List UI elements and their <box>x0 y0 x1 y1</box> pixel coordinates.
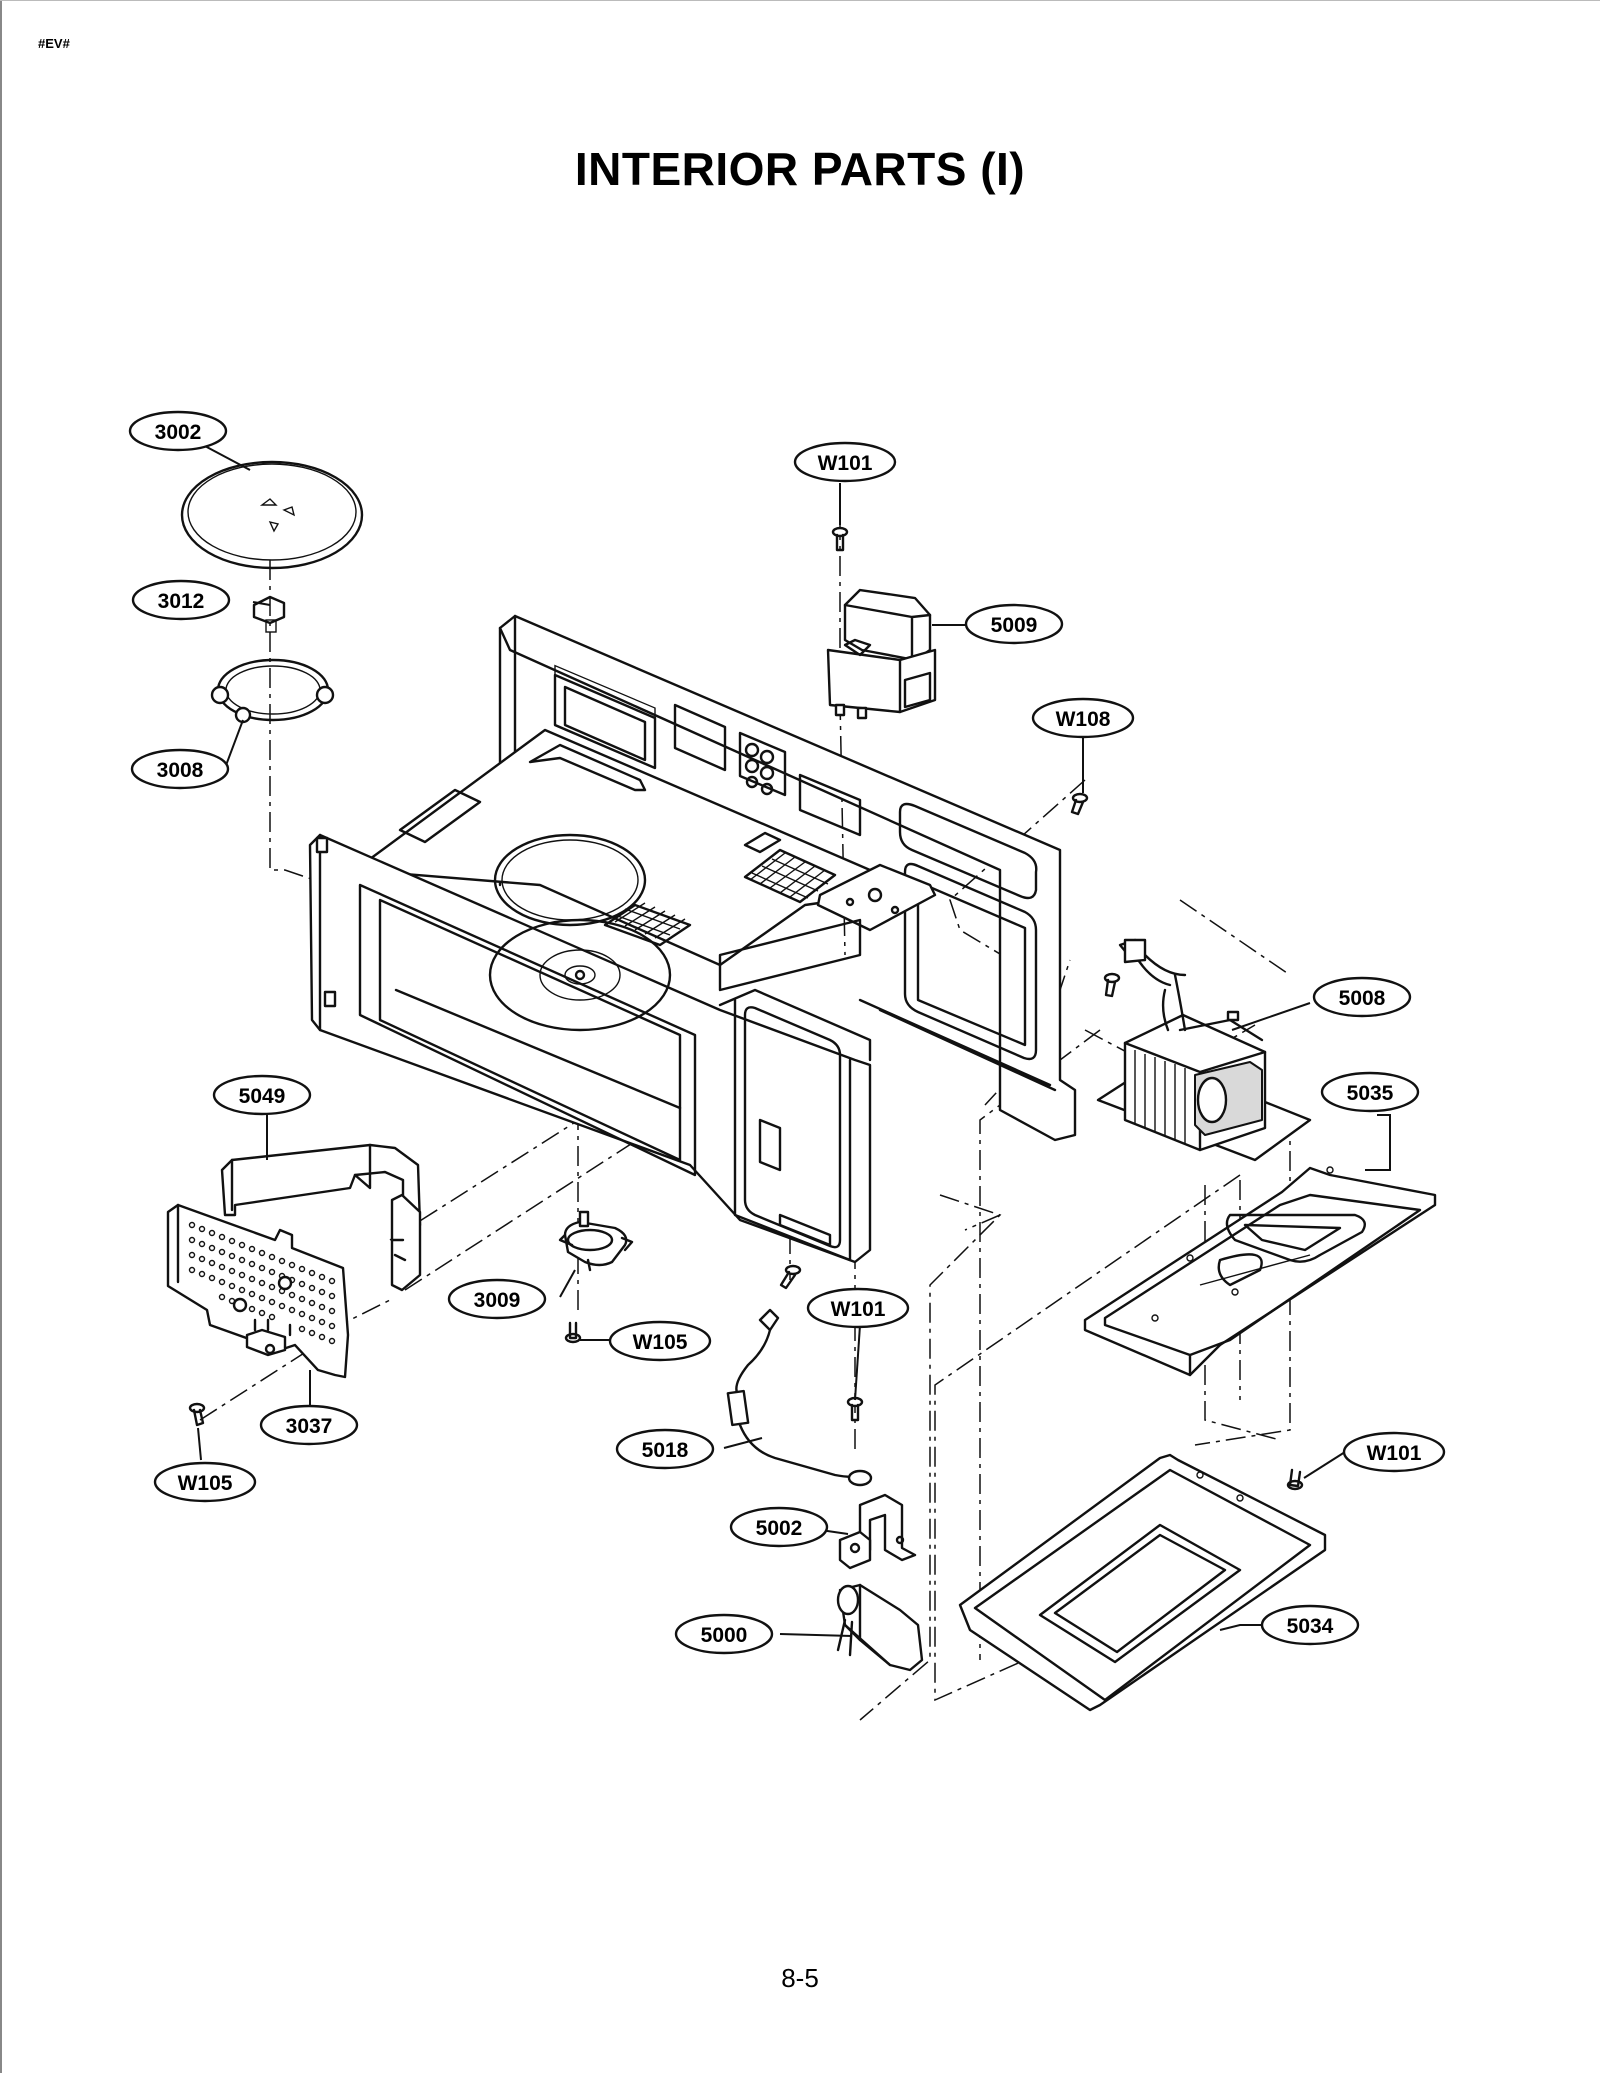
bottom-cover-part <box>958 1453 1327 1712</box>
callout-5018: 5018 <box>615 1428 715 1470</box>
callout-5002-label: 5002 <box>756 1517 803 1540</box>
wire-harness-part <box>726 1308 873 1487</box>
turntable-motor-part <box>558 1210 634 1272</box>
callout-3002-label: 3002 <box>155 421 202 444</box>
callout-w101-right: W101 <box>1342 1431 1446 1473</box>
callout-5034-label: 5034 <box>1287 1615 1334 1638</box>
callout-w101-top-label: W101 <box>818 452 873 475</box>
callout-5018-label: 5018 <box>642 1439 689 1462</box>
callout-5008: 5008 <box>1312 976 1412 1018</box>
callout-w105-center-label: W105 <box>633 1331 688 1354</box>
screw-transformer <box>1103 972 1121 998</box>
callout-5002: 5002 <box>729 1506 829 1548</box>
screw-center-2 <box>779 1264 802 1290</box>
document-tag: #EV# <box>38 36 70 51</box>
bracket-part <box>220 1143 422 1292</box>
screw-w105-left <box>188 1402 206 1427</box>
leader-lines <box>197 444 1391 1637</box>
callout-w108-label: W108 <box>1056 708 1111 731</box>
callout-w101-middle: W101 <box>806 1287 910 1329</box>
callout-3002: 3002 <box>128 410 228 452</box>
roller-ring-part <box>210 658 335 724</box>
callout-3008-label: 3008 <box>157 759 204 782</box>
callout-3008: 3008 <box>130 748 230 790</box>
callout-w105-left-label: W105 <box>178 1472 233 1495</box>
callout-w105-center: W105 <box>608 1320 712 1362</box>
perforated-plate-part <box>166 1203 350 1379</box>
vent-grid-bottom <box>603 902 692 947</box>
callout-w105-left: W105 <box>153 1461 257 1503</box>
switch-bracket-part <box>838 1493 917 1570</box>
callout-5008-label: 5008 <box>1339 987 1386 1010</box>
callout-5049-label: 5049 <box>239 1085 286 1108</box>
page-number: 8-5 <box>781 1963 819 1993</box>
screw-w108 <box>1070 792 1089 816</box>
coupler-part <box>252 595 286 633</box>
callout-w101-top: W101 <box>793 441 897 483</box>
callout-5000-label: 5000 <box>701 1624 748 1647</box>
callout-5009-label: 5009 <box>991 614 1038 637</box>
callout-w101-middle-label: W101 <box>831 1298 886 1321</box>
lamp-part <box>836 1583 924 1672</box>
screw-w101-top <box>831 526 849 552</box>
callout-3037: 3037 <box>259 1404 359 1446</box>
callout-5034: 5034 <box>1260 1604 1360 1646</box>
callout-5000: 5000 <box>674 1613 774 1655</box>
transformer-part <box>1096 938 1312 1162</box>
capacitor-part <box>826 588 937 720</box>
screw-w105-center <box>564 1321 582 1344</box>
callout-w101-right-label: W101 <box>1367 1442 1422 1465</box>
callout-5009: 5009 <box>964 603 1064 645</box>
callout-5049: 5049 <box>212 1074 312 1116</box>
vent-grid-top <box>743 848 837 904</box>
callout-3012-label: 3012 <box>158 590 205 613</box>
page-border-left <box>0 0 2 2073</box>
callout-w108: W108 <box>1031 697 1135 739</box>
callout-5035: 5035 <box>1320 1071 1420 1113</box>
oven-cavity-assembly <box>308 614 1077 1264</box>
callout-3009-label: 3009 <box>474 1289 521 1312</box>
bottom-plate-part <box>1083 1166 1437 1377</box>
screw-w101-right <box>1286 1468 1304 1491</box>
callout-3009: 3009 <box>447 1278 547 1320</box>
callout-5035-label: 5035 <box>1347 1082 1394 1105</box>
page-title: INTERIOR PARTS (I) <box>574 143 1026 195</box>
glass-tray-part <box>180 460 364 570</box>
callout-3037-label: 3037 <box>286 1415 333 1438</box>
callout-3012: 3012 <box>131 579 231 621</box>
page-border-top <box>0 0 1600 1</box>
